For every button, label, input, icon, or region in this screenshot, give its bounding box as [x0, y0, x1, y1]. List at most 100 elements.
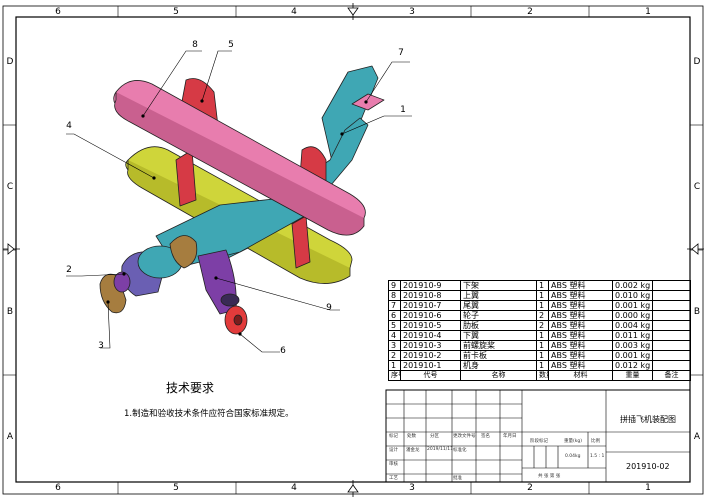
bom-cell-name: 前卡板 [460, 350, 537, 361]
zone-left-a: A [6, 432, 14, 442]
strut-right-lower [291, 215, 311, 269]
bom-cell-qty: 1 [536, 280, 549, 291]
zone-bottom-2: 5 [173, 483, 179, 493]
bom-cell-no: 2 [388, 350, 401, 361]
tb-row-label-count: 处数 [407, 434, 416, 439]
tb-sheet-text: 共 张 第 张 [538, 474, 561, 479]
bom-cell-name: 机身 [460, 360, 537, 371]
tb-scale-value: 1.5 : 1 [590, 454, 605, 459]
bom-cell-qty: 1 [536, 340, 549, 351]
bom-cell-no: 9 [388, 280, 401, 291]
leader-dots [106, 99, 368, 336]
bom-header-weight: 重量 [612, 370, 653, 381]
zone-right-d: D [693, 57, 701, 67]
zone-top-6: 1 [645, 7, 651, 17]
zone-bottom-5: 2 [527, 483, 533, 493]
tb-design-date: 2019/11/11 [427, 447, 453, 452]
zone-left-d: D [6, 57, 14, 67]
zone-right-b: B [693, 307, 701, 317]
bom-cell-material: ABS 塑料 [548, 350, 613, 361]
zone-bottom-3: 4 [291, 483, 297, 493]
bom-header-qty: 数量 [536, 370, 549, 381]
bom-cell-qty: 1 [536, 350, 549, 361]
tech-requirement-1: 1.制造和验收技术条件应符合国家标准规定。 [124, 409, 294, 419]
bom-cell-code: 201910-2 [400, 350, 461, 361]
bom-cell-remark [652, 360, 691, 371]
bom-cell-weight: 0.002 kg [612, 280, 653, 291]
tb-drawing-no: 201910-02 [626, 462, 670, 471]
balloon-2: 2 [66, 265, 72, 275]
bom-header-name: 名称 [460, 370, 537, 381]
bom-cell-code: 201910-1 [400, 360, 461, 371]
zone-right-c: C [693, 182, 701, 192]
centering-marks [3, 3, 704, 497]
tb-approve-label: 批准 [453, 476, 462, 481]
bom-cell-material: ABS 塑料 [548, 330, 613, 341]
bom-cell-code: 201910-7 [400, 300, 461, 311]
bom-header-material: 材料 [548, 370, 613, 381]
bom-cell-name: 上翼 [460, 290, 537, 301]
bom-cell-remark [652, 340, 691, 351]
bom-cell-qty: 1 [536, 290, 549, 301]
upper-wing-edge [114, 92, 365, 236]
bom-cell-remark [652, 280, 691, 291]
tb-review-label: 审核 [389, 462, 398, 467]
bom-cell-material: ABS 塑料 [548, 290, 613, 301]
bom-cell-weight: 0.003 kg [612, 340, 653, 351]
bom-cell-material: ABS 塑料 [548, 300, 613, 311]
bom-cell-weight: 0.012 kg [612, 360, 653, 371]
bom-cell-name: 下架 [460, 280, 537, 291]
bom-header-remark: 备注 [652, 370, 691, 381]
bom-cell-code: 201910-9 [400, 280, 461, 291]
bom-header-row: 序号 代号 名称 数量 材料 重量 备注 [388, 370, 691, 381]
balloon-7: 7 [398, 48, 404, 58]
bom-cell-weight: 0.000 kg [612, 310, 653, 321]
balloon-5: 5 [228, 40, 234, 50]
bom-cell-no: 1 [388, 360, 401, 371]
tb-drawing-name: 拼插飞机装配图 [620, 415, 676, 424]
balloon-6: 6 [280, 346, 286, 356]
zone-left-b: B [6, 307, 14, 317]
zone-top-2: 5 [173, 7, 179, 17]
axle [220, 293, 240, 307]
bom-cell-remark [652, 320, 691, 331]
bom-cell-qty: 2 [536, 320, 549, 331]
bom-cell-no: 4 [388, 330, 401, 341]
bom-header-code: 代号 [400, 370, 461, 381]
bom-cell-qty: 1 [536, 330, 549, 341]
tb-scale-label: 比例 [591, 439, 600, 444]
balloon-9: 9 [326, 303, 332, 313]
wheel-hub [233, 314, 243, 326]
bom-cell-remark [652, 300, 691, 311]
bom-cell-weight: 0.010 kg [612, 290, 653, 301]
tail-plane [351, 93, 385, 111]
tb-row-label-date: 年月日 [503, 434, 517, 439]
zone-right-a: A [693, 432, 701, 442]
zone-top-3: 4 [291, 7, 297, 17]
tb-weight-value: 0.04kg [565, 454, 581, 459]
bom-header-no: 序号 [388, 370, 401, 381]
tech-requirements-title: 技术要求 [166, 381, 215, 395]
zone-left-c: C [6, 182, 14, 192]
bom-cell-name: 轮子 [460, 310, 537, 321]
tb-designer: 潘金龙 [406, 448, 420, 453]
bom-cell-no: 7 [388, 300, 401, 311]
bom-cell-name: 前螺旋桨 [460, 340, 537, 351]
balloon-3: 3 [98, 341, 104, 351]
bom-cell-weight: 0.011 kg [612, 330, 653, 341]
tb-row-label-sign: 签名 [481, 434, 490, 439]
balloon-4: 4 [66, 121, 72, 131]
bom-cell-remark [652, 330, 691, 341]
zone-top-4: 3 [409, 7, 415, 17]
title-block-grid [385, 389, 691, 483]
